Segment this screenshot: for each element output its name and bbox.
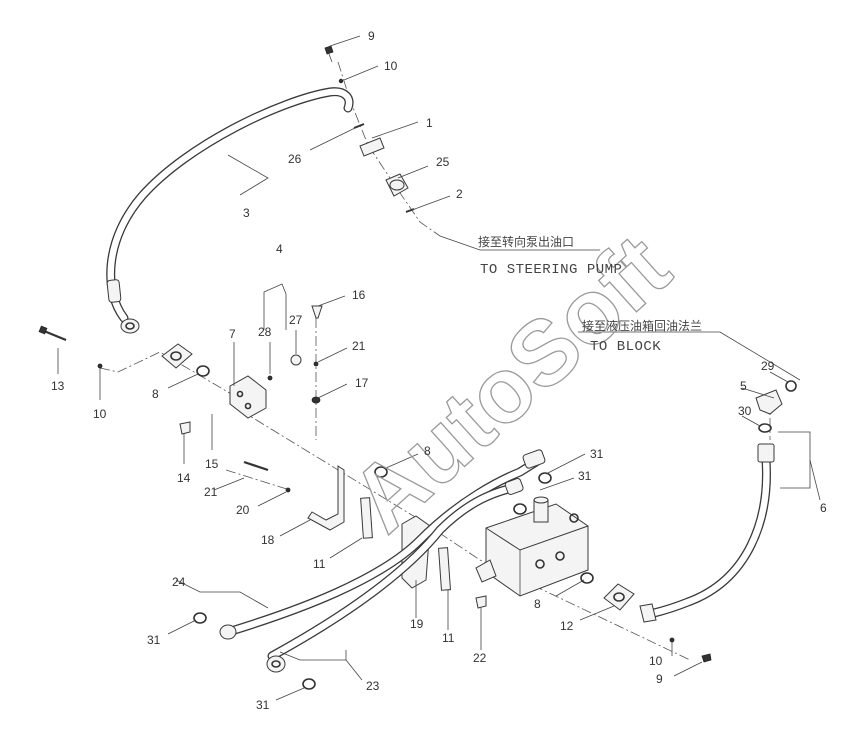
callout-14: 14 [177,471,191,485]
callout-28: 28 [258,325,272,339]
caption-block-en: TO BLOCK [590,339,661,355]
callout-15: 15 [205,457,219,471]
callout-17: 17 [355,376,369,390]
callout-26: 26 [288,152,302,166]
callout-7: 7 [229,327,236,341]
callout-9: 9 [368,29,375,43]
callout-2: 2 [456,187,463,201]
callout-11: 11 [442,631,455,645]
caption-block-cn: 接至液压油箱回油法兰 [582,318,702,333]
callout-22: 22 [473,651,487,665]
hoses-24-23 [193,449,546,690]
callout-9: 9 [656,672,663,686]
callout-31: 31 [147,633,161,647]
callout-25: 25 [436,155,450,169]
callout-31: 31 [256,698,270,712]
callout-27: 27 [289,313,303,327]
callout-24: 24 [172,575,186,589]
center-lines [99,61,771,661]
callout-19: 19 [410,617,424,631]
callout-1: 1 [426,116,433,130]
callout-3: 3 [243,206,250,220]
callout-13: 13 [51,379,65,393]
left-assembly [38,305,323,493]
callout-8: 8 [424,444,431,458]
callout-5: 5 [740,379,747,393]
callout-23: 23 [366,679,380,693]
callout-18: 18 [261,533,275,547]
callout-10: 10 [384,59,398,73]
callout-16: 16 [352,288,366,302]
callout-31: 31 [590,447,604,461]
callout-11: 11 [313,557,326,571]
callout-10: 10 [649,654,663,668]
callout-31: 31 [578,469,592,483]
callout-6: 6 [820,501,827,515]
callout-10: 10 [93,407,107,421]
callout-8: 8 [534,597,541,611]
callout-12: 12 [560,619,574,633]
callout-4: 4 [276,242,283,256]
callout-numbers: 9 10 1 26 25 3 2 4 16 28 27 7 21 13 8 10… [51,29,827,712]
callout-29: 29 [761,359,775,373]
callout-21: 21 [204,485,218,499]
callout-30: 30 [738,404,752,418]
hose-6 [639,380,797,663]
caption-steering-en: TO STEERING PUMP [480,262,622,278]
leader-lines [57,35,821,701]
valve-block [475,472,635,611]
callout-8: 8 [152,387,159,401]
callout-20: 20 [236,503,250,517]
callout-21: 21 [352,339,366,353]
steering-fittings [324,45,415,213]
hose-3 [106,87,354,334]
caption-steering-cn: 接至转向泵出油口 [478,234,574,249]
